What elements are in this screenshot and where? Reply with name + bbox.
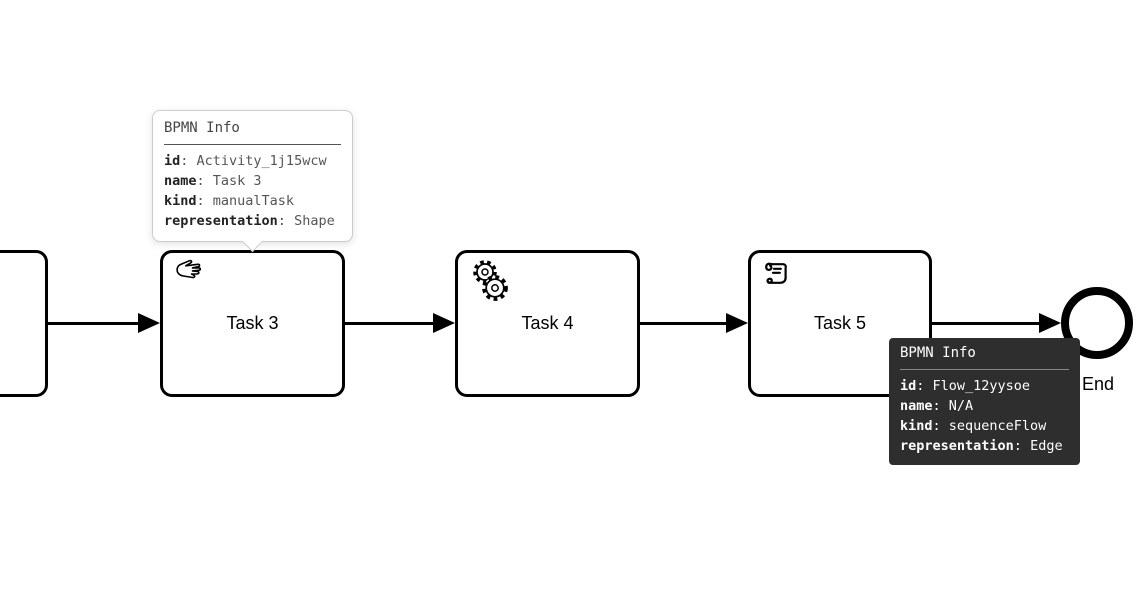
sequence-flow-line-hovered[interactable] xyxy=(931,322,1039,325)
bpmn-info-tooltip-edge: BPMN Info id: Flow_12yysoe name: N/A kin… xyxy=(889,338,1080,465)
tooltip-divider xyxy=(164,144,341,145)
task-label: Task 3 xyxy=(226,313,279,333)
tooltip-divider xyxy=(900,369,1069,370)
sequence-flow-arrowhead-icon xyxy=(433,313,455,333)
tooltip-field-kind: kind: sequenceFlow xyxy=(900,418,1047,434)
sequence-flow-arrowhead-icon xyxy=(1039,313,1061,333)
hand-icon xyxy=(171,258,203,289)
task-shape-task-4[interactable]: Task 4 xyxy=(455,250,640,397)
tooltip-field-id: id: Flow_12yysoe xyxy=(900,378,1031,394)
task-shape-partial[interactable] xyxy=(0,250,48,397)
tooltip-field-kind: kind: manualTask xyxy=(164,193,295,209)
tooltip-field-name: name: N/A xyxy=(900,398,974,414)
end-event-circle[interactable] xyxy=(1061,287,1133,359)
gears-icon xyxy=(466,258,510,311)
tooltip-field-id: id: Activity_1j15wcw xyxy=(164,153,327,169)
tooltip-field-representation: representation: Shape xyxy=(164,213,335,229)
tooltip-title: BPMN Info xyxy=(164,120,240,136)
scroll-icon xyxy=(759,258,791,293)
task-shape-task-3[interactable]: Task 3 xyxy=(160,250,345,397)
tooltip-caret xyxy=(241,230,263,253)
sequence-flow-line[interactable] xyxy=(639,322,726,325)
sequence-flow-line[interactable] xyxy=(344,322,433,325)
sequence-flow-arrowhead-icon xyxy=(726,313,748,333)
end-event-label: End xyxy=(1082,374,1115,394)
task-label: Task 5 xyxy=(813,313,867,333)
tooltip-field-representation: representation: Edge xyxy=(900,438,1063,454)
sequence-flow-arrowhead-icon xyxy=(138,313,160,333)
tooltip-title: BPMN Info xyxy=(900,345,976,361)
tooltip-field-name: name: Task 3 xyxy=(164,173,262,189)
sequence-flow-line[interactable] xyxy=(46,322,138,325)
task-label: Task 4 xyxy=(521,313,574,333)
bpmn-info-tooltip-shape: BPMN Info id: Activity_1j15wcw name: Tas… xyxy=(152,110,353,253)
